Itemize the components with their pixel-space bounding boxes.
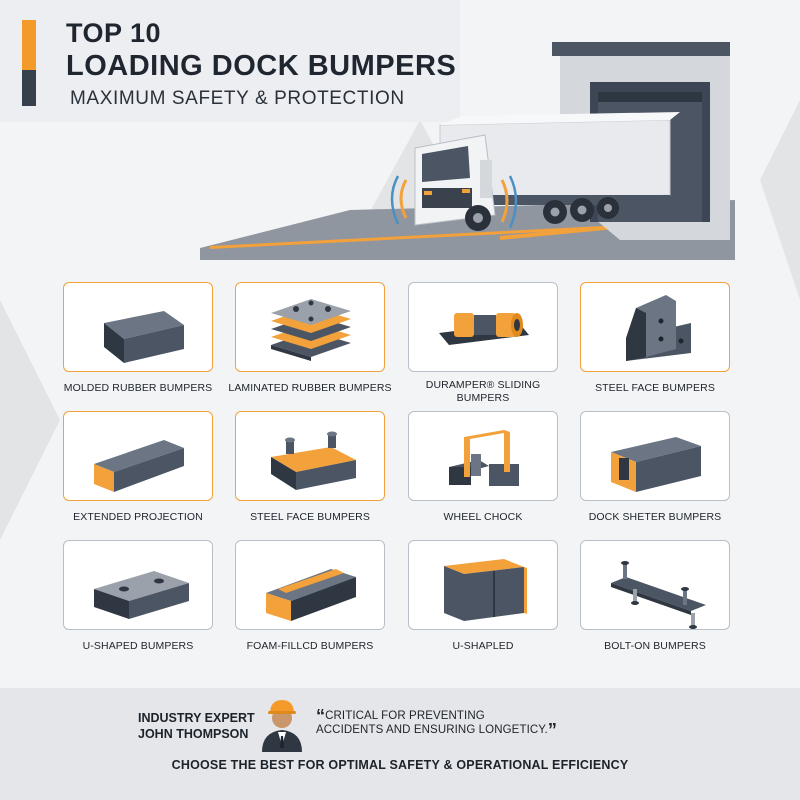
page-subtitle: MAXIMUM SAFETY & PROTECTION bbox=[70, 88, 405, 109]
expert-quote: “CRITICAL FOR PREVENTING ACCIDENTS AND E… bbox=[316, 706, 557, 740]
product-card[interactable] bbox=[63, 540, 213, 630]
product-card[interactable] bbox=[235, 540, 385, 630]
steel-plate-bolts-icon bbox=[271, 431, 356, 490]
page-title-line1: TOP 10 bbox=[66, 18, 162, 48]
quote-line1: CRITICAL FOR PREVENTING bbox=[325, 710, 485, 722]
header-panel bbox=[0, 0, 460, 122]
steel-face-bracket-icon bbox=[626, 295, 691, 361]
quote-close-icon: ” bbox=[547, 720, 557, 740]
product-card[interactable] bbox=[63, 282, 213, 372]
product-label: STEEL FACE BUMPERS bbox=[595, 382, 715, 394]
quote-line2: ACCIDENTS AND ENSURING LONGETICY. bbox=[316, 724, 548, 736]
product-card[interactable] bbox=[580, 540, 730, 630]
product-card[interactable] bbox=[63, 411, 213, 501]
product-label: STEEL FACE BUMPERS bbox=[250, 511, 370, 523]
wheel-chock-icon bbox=[449, 430, 519, 486]
footer-panel bbox=[0, 688, 800, 800]
tagline: CHOOSE THE BEST FOR OPTIMAL SAFETY & OPE… bbox=[171, 758, 629, 772]
product-label: DURAMPER® SLIDING BUMPERS bbox=[425, 379, 541, 404]
sliding-roller-icon bbox=[439, 313, 529, 345]
bolt-on-rail-icon bbox=[611, 561, 706, 629]
expert-title: INDUSTRY EXPERT bbox=[138, 711, 255, 725]
product-card[interactable] bbox=[580, 411, 730, 501]
product-card[interactable] bbox=[408, 540, 558, 630]
product-label: EXTENDED PROJECTION bbox=[73, 511, 203, 523]
product-label: LAMINATED RUBBER BUMPERS bbox=[228, 382, 392, 394]
product-card[interactable] bbox=[235, 411, 385, 501]
product-label: U-SHAPED BUMPERS bbox=[82, 640, 194, 652]
product-label: U-SHAPLED bbox=[452, 640, 514, 652]
product-card[interactable] bbox=[235, 282, 385, 372]
accent-bar bbox=[22, 20, 36, 106]
foam-filled-channel-icon bbox=[266, 569, 356, 621]
u-shaped-plate-icon bbox=[94, 571, 189, 619]
expert-avatar-icon bbox=[262, 700, 302, 752]
extended-block-icon bbox=[94, 440, 184, 492]
quote-open-icon: “ bbox=[316, 706, 326, 726]
product-label: DOCK SHETER BUMPERS bbox=[588, 511, 722, 523]
truck-at-dock-illustration bbox=[200, 42, 735, 260]
laminated-layers-icon bbox=[271, 299, 351, 361]
expert-credit: INDUSTRY EXPERT JOHN THOMPSON bbox=[138, 710, 255, 742]
molded-rubber-block-icon bbox=[104, 311, 184, 363]
cube-block-icon bbox=[444, 559, 527, 621]
dock-shelter-channel-icon bbox=[611, 437, 701, 492]
product-label: BOLT-ON BUMPERS bbox=[604, 640, 706, 652]
product-label: MOLDED RUBBER BUMPERS bbox=[63, 382, 213, 394]
product-card[interactable] bbox=[408, 282, 558, 372]
product-label: WHEEL CHOCK bbox=[443, 511, 523, 523]
page-title-line2: LOADING DOCK BUMPERS bbox=[66, 50, 457, 82]
product-label: FOAM-FILLCD BUMPERS bbox=[246, 640, 374, 652]
expert-name: JOHN THOMPSON bbox=[138, 727, 249, 741]
product-card[interactable] bbox=[580, 282, 730, 372]
product-card[interactable] bbox=[408, 411, 558, 501]
